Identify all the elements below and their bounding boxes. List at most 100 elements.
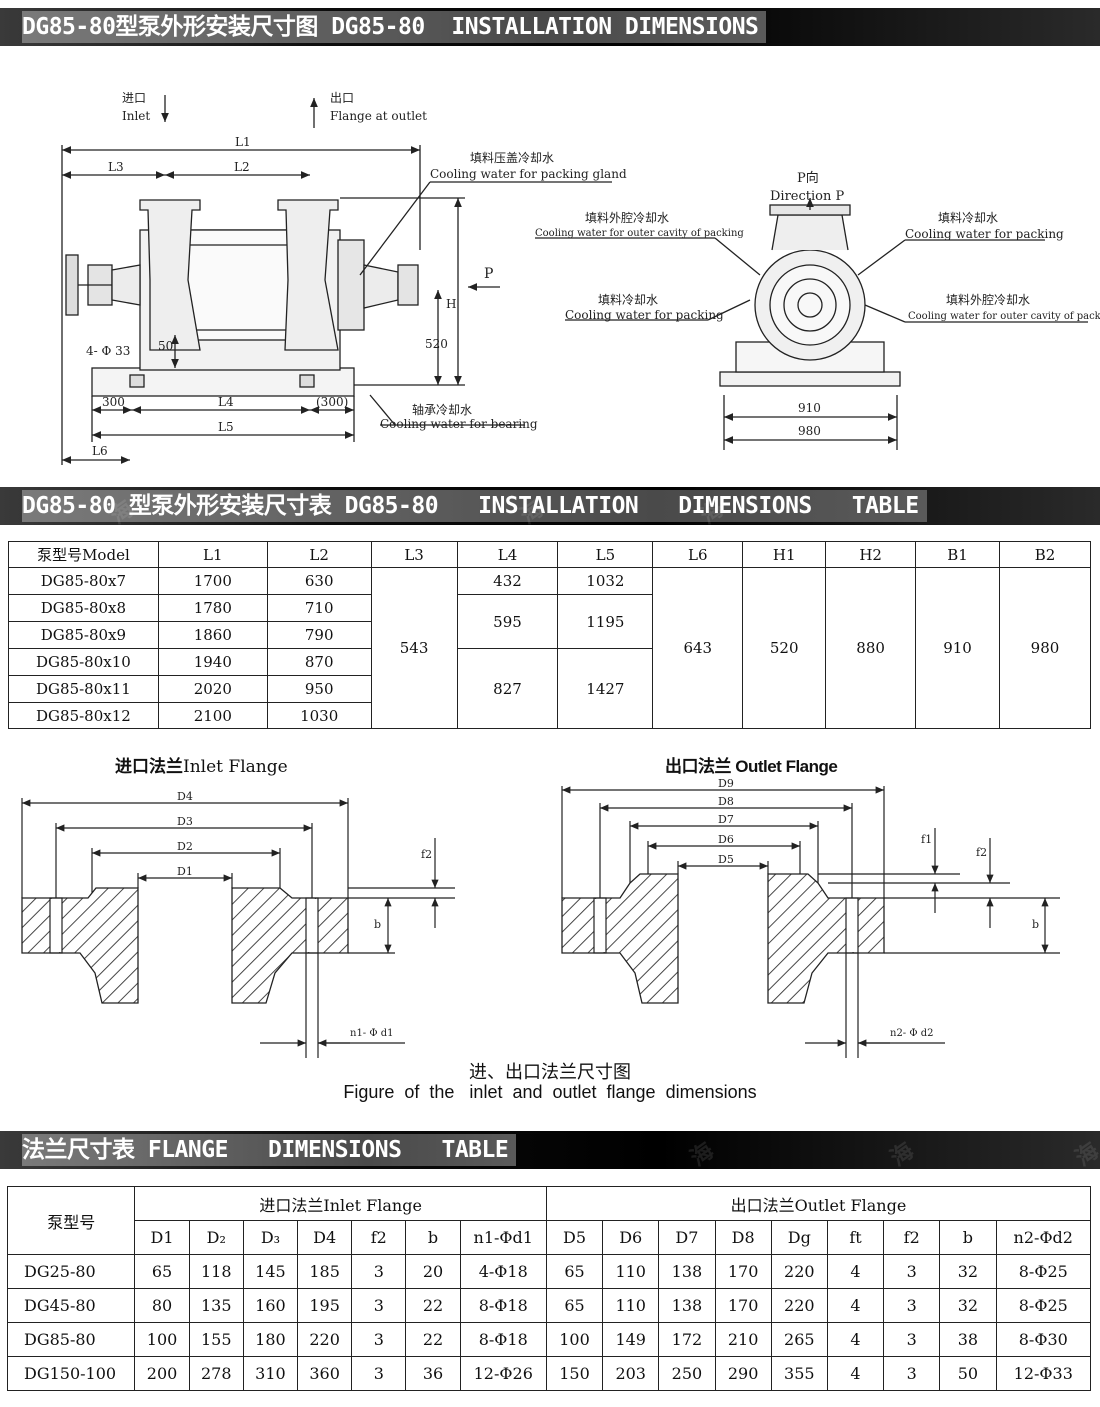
dim-h: H	[446, 297, 456, 311]
header-cell: L4	[456, 541, 559, 568]
outlet-group-header: 出口法兰Outlet Flange	[545, 1186, 1092, 1221]
table-cell: 8-Φ25	[995, 1254, 1092, 1289]
sub-header: f2	[883, 1220, 941, 1255]
model-cell: DG85-80	[6, 1322, 136, 1357]
table-cell: 827	[456, 648, 559, 729]
inlet-group-header: 进口法兰Inlet Flange	[134, 1186, 547, 1221]
table-cell: 32	[939, 1288, 997, 1323]
table-cell: 100	[134, 1322, 190, 1357]
table-cell: 3	[883, 1322, 941, 1357]
table-cell: 180	[242, 1322, 299, 1357]
table-cell: 290	[714, 1356, 772, 1391]
table-cell: 710	[266, 594, 372, 622]
dir-cn: P向	[797, 170, 819, 186]
table-cell: 220	[770, 1254, 828, 1289]
table-cell: 432	[456, 567, 559, 595]
table-cell: 8-Φ18	[459, 1288, 547, 1323]
table-cell: 2100	[157, 702, 268, 729]
table-cell: 3	[351, 1288, 407, 1323]
table-cell: 22	[405, 1322, 461, 1357]
dim-50: 50	[158, 339, 173, 353]
table-cell: 170	[714, 1254, 772, 1289]
table-cell: 3	[883, 1288, 941, 1323]
bearing-cn: 轴承冷却水	[412, 402, 472, 417]
outer-cn-left: 填料外腔冷却水	[585, 210, 669, 225]
bearing-en: Cooling water for bearing	[380, 417, 538, 431]
dim-l1: L1	[235, 135, 251, 149]
table-cell: 310	[242, 1356, 299, 1391]
table-cell: 3	[883, 1254, 941, 1289]
section-banner-table: DG85-80 型泵外形安装尺寸表 DG85-80 INSTALLATION D…	[0, 487, 1100, 525]
table-cell: 4	[826, 1356, 885, 1391]
table-cell: 355	[770, 1356, 828, 1391]
table-cell: 4	[826, 1322, 885, 1357]
dim-520: 520	[425, 337, 448, 351]
label-b-inlet: b	[374, 918, 381, 931]
packing-cn-left: 填料冷却水	[598, 293, 658, 307]
inlet-en: Inlet	[122, 109, 150, 123]
table-cell: 110	[602, 1288, 660, 1323]
table-cell: 1780	[157, 594, 268, 622]
table-cell: 135	[188, 1288, 244, 1323]
table-cell: 3	[883, 1356, 941, 1391]
table-cell: 138	[658, 1254, 716, 1289]
table-cell: 595	[456, 594, 559, 649]
gland-en: Cooling water for packing gland	[430, 167, 627, 181]
header-cell: 泵型号Model	[8, 541, 159, 568]
section-title: DG85-80型泵外形安装尺寸图 DG85-80 INSTALLATION DI…	[22, 11, 767, 43]
label-d3: D3	[177, 815, 193, 828]
table-cell: 1860	[157, 621, 268, 649]
table-cell: 1195	[557, 594, 654, 649]
label-d1: D1	[177, 865, 193, 878]
table-cell: 265	[770, 1322, 828, 1357]
table-cell: 980	[999, 567, 1091, 729]
table-cell: 520	[742, 567, 827, 729]
sub-header: n1-Φd1	[459, 1220, 547, 1255]
inlet-flange-title: 进口法兰Inlet Flange	[115, 752, 288, 777]
table-cell: 150	[545, 1356, 604, 1391]
outlet-flange-title: 出口法兰 Outlet Flange	[665, 752, 838, 777]
dim-910: 910	[798, 401, 821, 415]
dim-300b: (300)	[316, 395, 348, 409]
table-cell: 8-Φ25	[995, 1288, 1092, 1323]
table-cell: 4	[826, 1288, 885, 1323]
dim-l2: L2	[234, 160, 250, 174]
table-cell: 145	[242, 1254, 299, 1289]
figure-caption-cn: 进、出口法兰尺寸图	[469, 1062, 631, 1083]
table-cell: 22	[405, 1288, 461, 1323]
table-cell: 278	[188, 1356, 244, 1391]
table-cell: 1032	[557, 567, 654, 595]
table-cell: 12-Φ26	[459, 1356, 547, 1391]
table-cell: 12-Φ33	[995, 1356, 1092, 1391]
packing-cn-right: 填料冷却水	[938, 211, 998, 225]
header-cell: L1	[157, 541, 268, 568]
table-cell: 170	[714, 1288, 772, 1323]
sub-header: D4	[297, 1220, 353, 1255]
outer-en-left: Cooling water for outer cavity of packin…	[535, 228, 744, 239]
table-cell: 100	[545, 1322, 604, 1357]
sub-header: n2-Φd2	[995, 1220, 1092, 1255]
table-cell: 110	[602, 1254, 660, 1289]
table-cell: 790	[266, 621, 372, 649]
header-cell: B1	[915, 541, 1000, 568]
table-cell: 50	[939, 1356, 997, 1391]
outlet-cn: 出口	[330, 91, 354, 105]
table-cell: 149	[602, 1322, 660, 1357]
sub-header: D₃	[242, 1220, 299, 1255]
header-cell: L5	[557, 541, 654, 568]
table-cell: 20	[405, 1254, 461, 1289]
label-d2: D2	[177, 840, 193, 853]
model-cell: DG85-80x7	[8, 567, 159, 595]
inlet-flange-title-en: Inlet Flange	[183, 757, 288, 777]
outlet-flange-title-en: Outlet Flange	[735, 757, 838, 776]
installation-table: 泵型号Model L1 L2 L3 L4 L5 L6 H1 H2 B1 B2 D…	[8, 541, 1091, 729]
label-d8: D8	[718, 795, 734, 808]
model-cell: DG150-100	[6, 1356, 136, 1391]
table-cell: 185	[297, 1254, 353, 1289]
gland-cn: 填料压盖冷却水	[470, 151, 554, 165]
inlet-flange-title-cn: 进口法兰	[115, 757, 183, 776]
